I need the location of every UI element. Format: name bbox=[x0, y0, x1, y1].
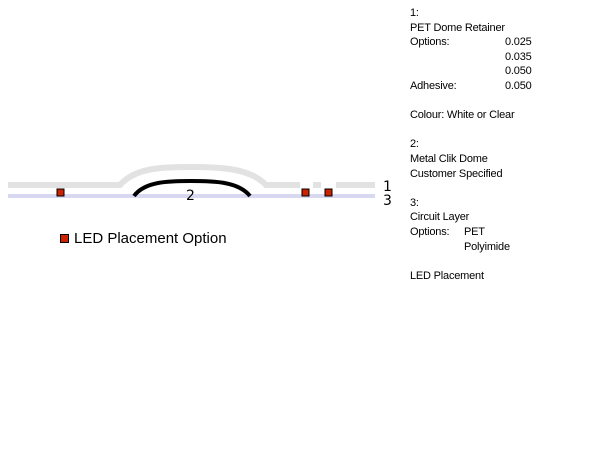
dome-retainer-layer bbox=[8, 163, 300, 188]
adhesive-row: Adhesive: 0.050 bbox=[410, 79, 590, 94]
legend: LED Placement Option bbox=[60, 230, 227, 247]
adhesive-value: 0.050 bbox=[505, 79, 532, 92]
note-footer: LED Placement bbox=[410, 269, 484, 282]
note-title: PET Dome Retainer bbox=[410, 21, 505, 34]
led-marker bbox=[301, 188, 310, 197]
colour-note: Colour: White or Clear bbox=[410, 109, 515, 122]
options-row: Polyimide bbox=[410, 240, 590, 255]
options-label: Options: bbox=[410, 225, 450, 238]
circuit-layer bbox=[8, 194, 375, 198]
option-value: PET bbox=[464, 225, 485, 238]
led-marker bbox=[56, 188, 65, 197]
note-number: 3: bbox=[410, 196, 419, 209]
options-row: Options: PET bbox=[410, 225, 590, 240]
note-item-2: 2: Metal Clik Dome Customer Specified bbox=[410, 137, 590, 181]
cross-section-diagram: 2 1 3 bbox=[8, 163, 392, 209]
adhesive-label: Adhesive: bbox=[410, 79, 457, 92]
dome-label: 2 bbox=[186, 188, 195, 204]
layer-label-top: 1 bbox=[383, 179, 392, 195]
note-item-3: 3: Circuit Layer Options: PET Polyimide … bbox=[410, 196, 590, 284]
specification-notes: 1: PET Dome Retainer Options: 0.025 0.03… bbox=[410, 6, 590, 283]
options-row: Options: 0.025 bbox=[410, 35, 590, 50]
option-value: 0.050 bbox=[505, 65, 532, 78]
dome-retainer-segment bbox=[313, 182, 321, 188]
led-marker bbox=[324, 188, 333, 197]
note-title: Metal Clik Dome bbox=[410, 152, 488, 165]
options-label: Options: bbox=[410, 36, 450, 49]
note-number: 2: bbox=[410, 138, 419, 151]
note-number: 1: bbox=[410, 7, 419, 19]
options-row: 0.050 bbox=[410, 64, 590, 79]
option-value: 0.035 bbox=[505, 50, 532, 63]
option-value: 0.025 bbox=[505, 36, 532, 49]
metal-clik-dome bbox=[132, 178, 252, 198]
legend-label: LED Placement Option bbox=[74, 230, 227, 247]
option-value: Polyimide bbox=[464, 240, 510, 253]
note-subtitle: Customer Specified bbox=[410, 167, 503, 180]
note-title: Circuit Layer bbox=[410, 211, 470, 224]
led-legend-swatch bbox=[60, 234, 69, 243]
layer-label-bottom: 3 bbox=[383, 193, 392, 209]
dome-retainer-segment bbox=[336, 182, 375, 188]
options-row: 0.035 bbox=[410, 50, 590, 65]
note-item-1: 1: PET Dome Retainer Options: 0.025 0.03… bbox=[410, 6, 590, 123]
